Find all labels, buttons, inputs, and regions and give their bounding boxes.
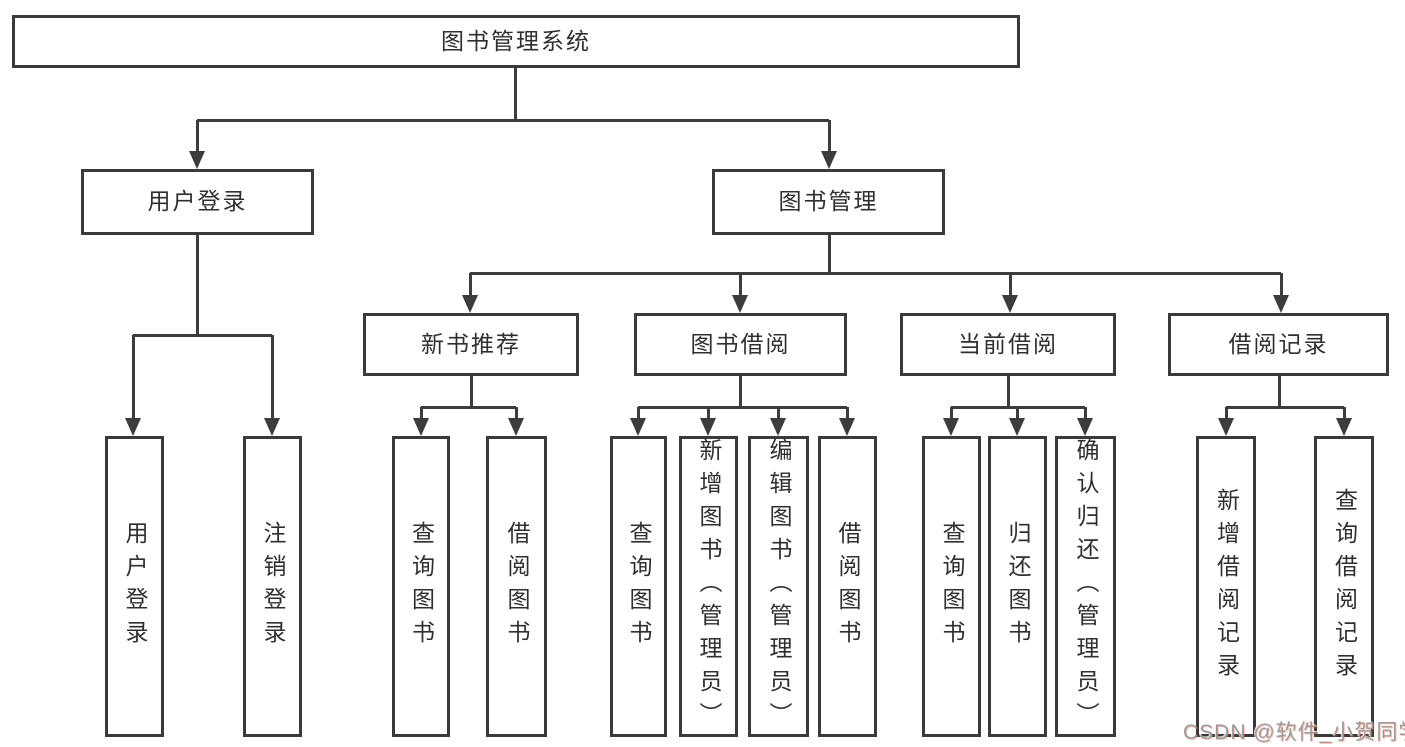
connector-line <box>1083 407 1087 418</box>
connector-line <box>706 407 710 418</box>
node-label: 查询借阅记录 <box>1331 487 1358 686</box>
node-label: 借阅图书 <box>504 520 530 653</box>
connector-line <box>949 407 953 418</box>
arrowhead-down-icon <box>1077 418 1093 436</box>
connector-line <box>738 273 742 295</box>
node-label: 新增图书（管理员） <box>696 438 722 735</box>
connector-line <box>195 235 199 335</box>
csdn-watermark: CSDN @软件_小贺同学 <box>1183 721 1405 744</box>
arrowhead-down-icon <box>1009 418 1025 436</box>
node-label: 查询图书 <box>626 520 652 653</box>
node-leaf-return-book: 归还图书 <box>988 436 1047 737</box>
node-label: 注销登录 <box>260 520 286 653</box>
arrowhead-down-icon <box>508 418 524 436</box>
arrowhead-down-icon <box>189 151 205 169</box>
arrowhead-down-icon <box>943 418 959 436</box>
connector-line <box>1224 407 1228 418</box>
connector-line <box>1342 407 1346 418</box>
arrowhead-down-icon <box>1273 295 1289 313</box>
connector-line <box>513 68 517 120</box>
node-leaf-borrow-book-2: 借阅图书 <box>818 436 877 737</box>
arrowhead-down-icon <box>462 295 478 313</box>
node-label: 新书推荐 <box>421 330 521 357</box>
node-leaf-logout: 注销登录 <box>243 436 302 737</box>
node-label: 图书管理 <box>778 188 879 215</box>
connector-line <box>827 235 831 273</box>
node-leaf-user-login: 用户登录 <box>105 436 164 737</box>
connector-line <box>197 118 829 122</box>
node-label: 当前借阅 <box>958 330 1058 357</box>
node-leaf-add-book: 新增图书（管理员） <box>679 436 738 737</box>
node-leaf-edit-book: 编辑图书（管理员） <box>748 436 809 737</box>
node-label: 借阅记录 <box>1228 330 1329 357</box>
node-user-login: 用户登录 <box>81 169 314 235</box>
connector-line <box>776 407 780 418</box>
node-leaf-add-record: 新增借阅记录 <box>1196 436 1256 737</box>
connector-line <box>1277 376 1281 407</box>
arrowhead-down-icon <box>1002 295 1018 313</box>
node-book-borrowing: 图书借阅 <box>634 313 847 376</box>
connector-line <box>845 407 849 418</box>
connector-line <box>270 335 274 418</box>
node-leaf-borrow-book-1: 借阅图书 <box>486 436 547 737</box>
arrowhead-down-icon <box>839 418 855 436</box>
arrowhead-down-icon <box>413 418 429 436</box>
connector-line <box>470 271 1281 275</box>
node-leaf-query-book-1: 查询图书 <box>392 436 450 737</box>
node-leaf-confirm-return: 确认归还（管理员） <box>1055 436 1116 737</box>
arrowhead-down-icon <box>264 418 280 436</box>
connector-line <box>738 376 742 407</box>
node-label: 用户登录 <box>147 188 248 215</box>
node-current-borrowing: 当前借阅 <box>900 313 1116 376</box>
arrowhead-down-icon <box>1336 418 1352 436</box>
node-label: 图书借阅 <box>690 330 791 357</box>
node-label: 编辑图书（管理员） <box>766 438 792 735</box>
node-leaf-query-book-2: 查询图书 <box>610 436 667 737</box>
connector-line <box>469 376 473 407</box>
node-borrowing-records: 借阅记录 <box>1168 313 1389 376</box>
node-book-management: 图书管理 <box>712 169 945 235</box>
node-label: 确认归还（管理员） <box>1073 438 1099 735</box>
node-label: 归还图书 <box>1005 520 1031 653</box>
connector-line <box>195 120 199 151</box>
connector-line <box>1006 376 1010 407</box>
node-label: 查询图书 <box>939 520 965 653</box>
connector-line <box>1015 407 1019 418</box>
node-leaf-query-book-3: 查询图书 <box>922 436 981 737</box>
connector-line <box>827 120 831 151</box>
connector-line <box>1226 405 1344 409</box>
arrowhead-down-icon <box>125 418 141 436</box>
connector-line <box>131 335 135 418</box>
arrowhead-down-icon <box>700 418 716 436</box>
node-label: 图书管理系统 <box>441 27 591 54</box>
node-label: 借阅图书 <box>835 520 861 653</box>
arrowhead-down-icon <box>821 151 837 169</box>
connector-line <box>638 405 847 409</box>
arrowhead-down-icon <box>770 418 786 436</box>
node-leaf-query-record: 查询借阅记录 <box>1314 436 1374 737</box>
connector-line <box>419 407 423 418</box>
node-label: 用户登录 <box>122 520 148 653</box>
arrowhead-down-icon <box>732 295 748 313</box>
node-root: 图书管理系统 <box>12 15 1020 68</box>
connector-line <box>133 333 272 337</box>
connector-line <box>1008 273 1012 295</box>
node-label: 新增借阅记录 <box>1213 487 1240 686</box>
connector-line <box>468 273 472 295</box>
connector-line <box>421 405 516 409</box>
connector-line <box>636 407 640 418</box>
connector-line <box>1279 273 1283 295</box>
node-label: 查询图书 <box>408 520 435 653</box>
arrowhead-down-icon <box>1218 418 1234 436</box>
connector-line <box>514 407 518 418</box>
arrowhead-down-icon <box>630 418 646 436</box>
node-new-book-recommend: 新书推荐 <box>363 313 579 376</box>
